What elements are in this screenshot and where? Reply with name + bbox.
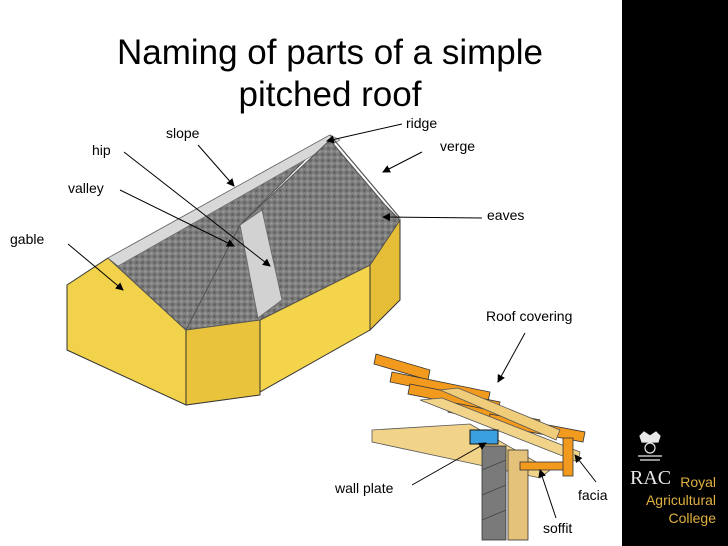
rafter: [419, 397, 581, 463]
sidebar: [622, 0, 728, 546]
label-ridge: ridge: [406, 115, 438, 131]
label-hip: hip: [92, 142, 111, 158]
college-line-3: College: [668, 510, 716, 526]
label-wall-plate: wall plate: [335, 480, 394, 496]
facia-arrow: [574, 454, 597, 483]
slope-arrow: [197, 144, 235, 187]
wall-plate-arrow: [411, 442, 487, 486]
roof-covering-arrow: [497, 332, 526, 383]
ridge-arrow: [326, 123, 403, 144]
wing-roof: [185, 139, 401, 331]
valley-arrow: [119, 189, 235, 247]
college-crest-icon: RAC: [630, 431, 671, 489]
soffit-arrow: [538, 469, 557, 519]
soffit-board: [519, 461, 569, 471]
inner-wall: [481, 445, 507, 541]
eaves-section: [371, 353, 586, 541]
roof-verge-side: [107, 134, 341, 267]
label-eaves: eaves: [487, 207, 525, 223]
ridge-line: [329, 134, 401, 219]
hip-arrow: [123, 151, 271, 267]
section-leaders: [411, 332, 597, 519]
college-name: Royal Agricultural College: [646, 473, 716, 527]
label-facia: facia: [578, 487, 608, 503]
rafter-2: [438, 387, 561, 441]
house-leaders: [67, 123, 483, 291]
label-slope: slope: [166, 125, 200, 141]
gable-arrow: [67, 243, 124, 291]
slide-title: Naming of parts of a simple pitched roof: [60, 32, 600, 116]
wall-plate-block: [469, 429, 499, 445]
facia-board: [562, 437, 574, 477]
eaves-arrow: [382, 213, 483, 222]
college-line-1: Royal: [680, 474, 716, 490]
label-roof-covering: Roof covering: [486, 308, 573, 324]
crest-monogram: RAC: [630, 467, 671, 489]
label-verge: verge: [440, 138, 476, 154]
college-line-2: Agricultural: [645, 492, 716, 508]
house: [66, 134, 401, 406]
hip-face: [239, 209, 283, 319]
label-valley: valley: [68, 180, 104, 196]
label-gable: gable: [10, 231, 45, 247]
label-soffit: soffit: [543, 520, 573, 536]
outer-wall: [507, 449, 529, 541]
title-line-2: pitched roof: [238, 75, 422, 114]
title-line-1: Naming of parts of a simple: [116, 33, 543, 72]
verge-arrow: [382, 151, 423, 173]
